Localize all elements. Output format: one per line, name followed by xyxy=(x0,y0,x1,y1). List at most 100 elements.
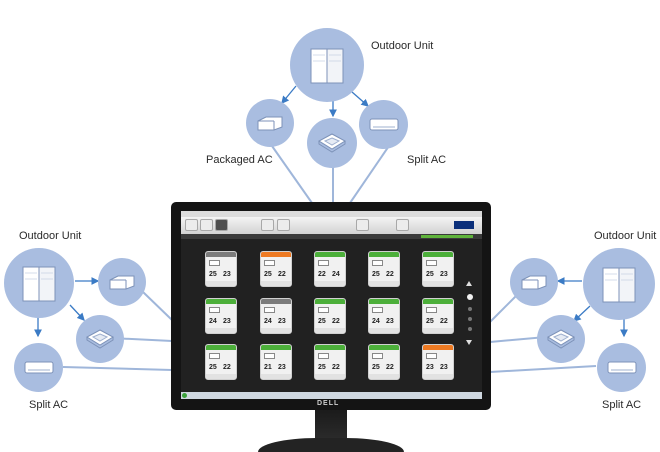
indoor-unit-icon xyxy=(426,260,437,266)
unit-card-header xyxy=(369,299,399,304)
unit-card[interactable]: 25 22 xyxy=(205,344,237,380)
unit-card-footer xyxy=(261,281,291,286)
split-ac-icon xyxy=(607,361,636,373)
room-temperature: 24 xyxy=(332,271,340,278)
unit-card-header xyxy=(423,299,453,304)
indoor-unit-icon xyxy=(264,353,275,359)
room-temperature: 22 xyxy=(440,318,448,325)
set-temperature: 23 xyxy=(426,364,434,371)
unit-card-header xyxy=(261,252,291,257)
toolbar-settings-button[interactable] xyxy=(396,219,409,231)
page-dot[interactable] xyxy=(468,317,472,321)
page-dot[interactable] xyxy=(467,294,473,300)
indoor-unit-icon xyxy=(372,260,383,266)
room-temperature: 23 xyxy=(223,271,231,278)
set-temperature: 25 xyxy=(372,271,380,278)
split-ac-top-node xyxy=(359,100,408,149)
set-temperature: 25 xyxy=(318,318,326,325)
indoor-unit-icon xyxy=(264,260,275,266)
unit-card-footer xyxy=(206,374,236,379)
set-temperature: 25 xyxy=(426,271,434,278)
room-temperature: 23 xyxy=(278,318,286,325)
monitor-brand-logo: DELL xyxy=(317,400,340,407)
indoor-unit-icon xyxy=(318,353,329,359)
set-temperature: 24 xyxy=(209,318,217,325)
app-toolbar xyxy=(181,217,482,234)
cassette-ac-icon xyxy=(318,133,346,153)
split-ac-right-node xyxy=(597,343,646,392)
unit-card[interactable]: 23 23 xyxy=(422,344,454,380)
outdoor-unit-top-node xyxy=(290,28,364,102)
page-up-icon[interactable] xyxy=(466,281,472,286)
toolbar-schedule-button[interactable] xyxy=(261,219,274,231)
indoor-unit-icon xyxy=(318,307,329,313)
unit-card-footer xyxy=(315,281,345,286)
packaged-ac-node xyxy=(246,99,294,147)
unit-card[interactable]: 24 23 xyxy=(368,298,400,334)
unit-card-footer xyxy=(369,281,399,286)
start-button[interactable] xyxy=(182,393,187,398)
room-temperature: 22 xyxy=(223,364,231,371)
status-indicator xyxy=(421,235,473,238)
outdoor-unit-top-label: Outdoor Unit xyxy=(371,40,434,52)
outdoor-unit-right-label: Outdoor Unit xyxy=(594,230,657,242)
cassette-ac-right-node xyxy=(537,315,585,363)
set-temperature: 25 xyxy=(372,364,380,371)
room-temperature: 23 xyxy=(386,318,394,325)
page-dot[interactable] xyxy=(468,307,472,311)
toolbar-home-button[interactable] xyxy=(200,219,213,231)
unit-card[interactable]: 25 22 xyxy=(368,344,400,380)
outdoor-unit-left-label: Outdoor Unit xyxy=(19,230,82,242)
outdoor-unit-left-node xyxy=(4,248,74,318)
unit-card-footer xyxy=(261,374,291,379)
monitor-stand-neck xyxy=(315,410,347,440)
indoor-unit-icon xyxy=(372,353,383,359)
unit-card-header xyxy=(369,252,399,257)
indoor-unit-icon xyxy=(209,353,220,359)
packaged-ac-left-node xyxy=(98,258,146,306)
unit-card-footer xyxy=(206,281,236,286)
indoor-unit-icon xyxy=(318,260,329,266)
room-temperature: 23 xyxy=(440,364,448,371)
indoor-unit-icon xyxy=(209,307,220,313)
outdoor-unit-icon xyxy=(310,48,344,84)
unit-card-header xyxy=(315,252,345,257)
split-ac-right-label: Split AC xyxy=(602,399,642,411)
unit-card-header xyxy=(423,345,453,350)
outdoor-unit-icon xyxy=(602,267,636,303)
indoor-unit-icon xyxy=(426,307,437,313)
toolbar-grid-button[interactable] xyxy=(215,219,228,231)
room-temperature: 23 xyxy=(440,271,448,278)
unit-card-header xyxy=(206,299,236,304)
unit-card[interactable]: 25 23 xyxy=(422,251,454,287)
room-temperature: 23 xyxy=(278,364,286,371)
unit-card-header xyxy=(206,345,236,350)
room-temperature: 22 xyxy=(386,364,394,371)
monitor-stand-base xyxy=(258,438,404,452)
set-temperature: 24 xyxy=(372,318,380,325)
unit-card-header xyxy=(423,252,453,257)
window-titlebar xyxy=(181,211,482,217)
toolbar-back-button[interactable] xyxy=(185,219,198,231)
toolbar-user-button[interactable] xyxy=(356,219,369,231)
split-ac-icon xyxy=(369,118,398,130)
set-temperature: 22 xyxy=(318,271,326,278)
page-dot[interactable] xyxy=(468,327,472,331)
toolbar-clock-button[interactable] xyxy=(277,219,290,231)
unit-card[interactable]: 22 24 xyxy=(314,251,346,287)
unit-card-footer xyxy=(315,328,345,333)
set-temperature: 25 xyxy=(209,364,217,371)
unit-card-header xyxy=(315,299,345,304)
page-down-icon[interactable] xyxy=(466,340,472,345)
cassette-ac-left-node xyxy=(76,315,124,363)
set-temperature: 25 xyxy=(264,271,272,278)
